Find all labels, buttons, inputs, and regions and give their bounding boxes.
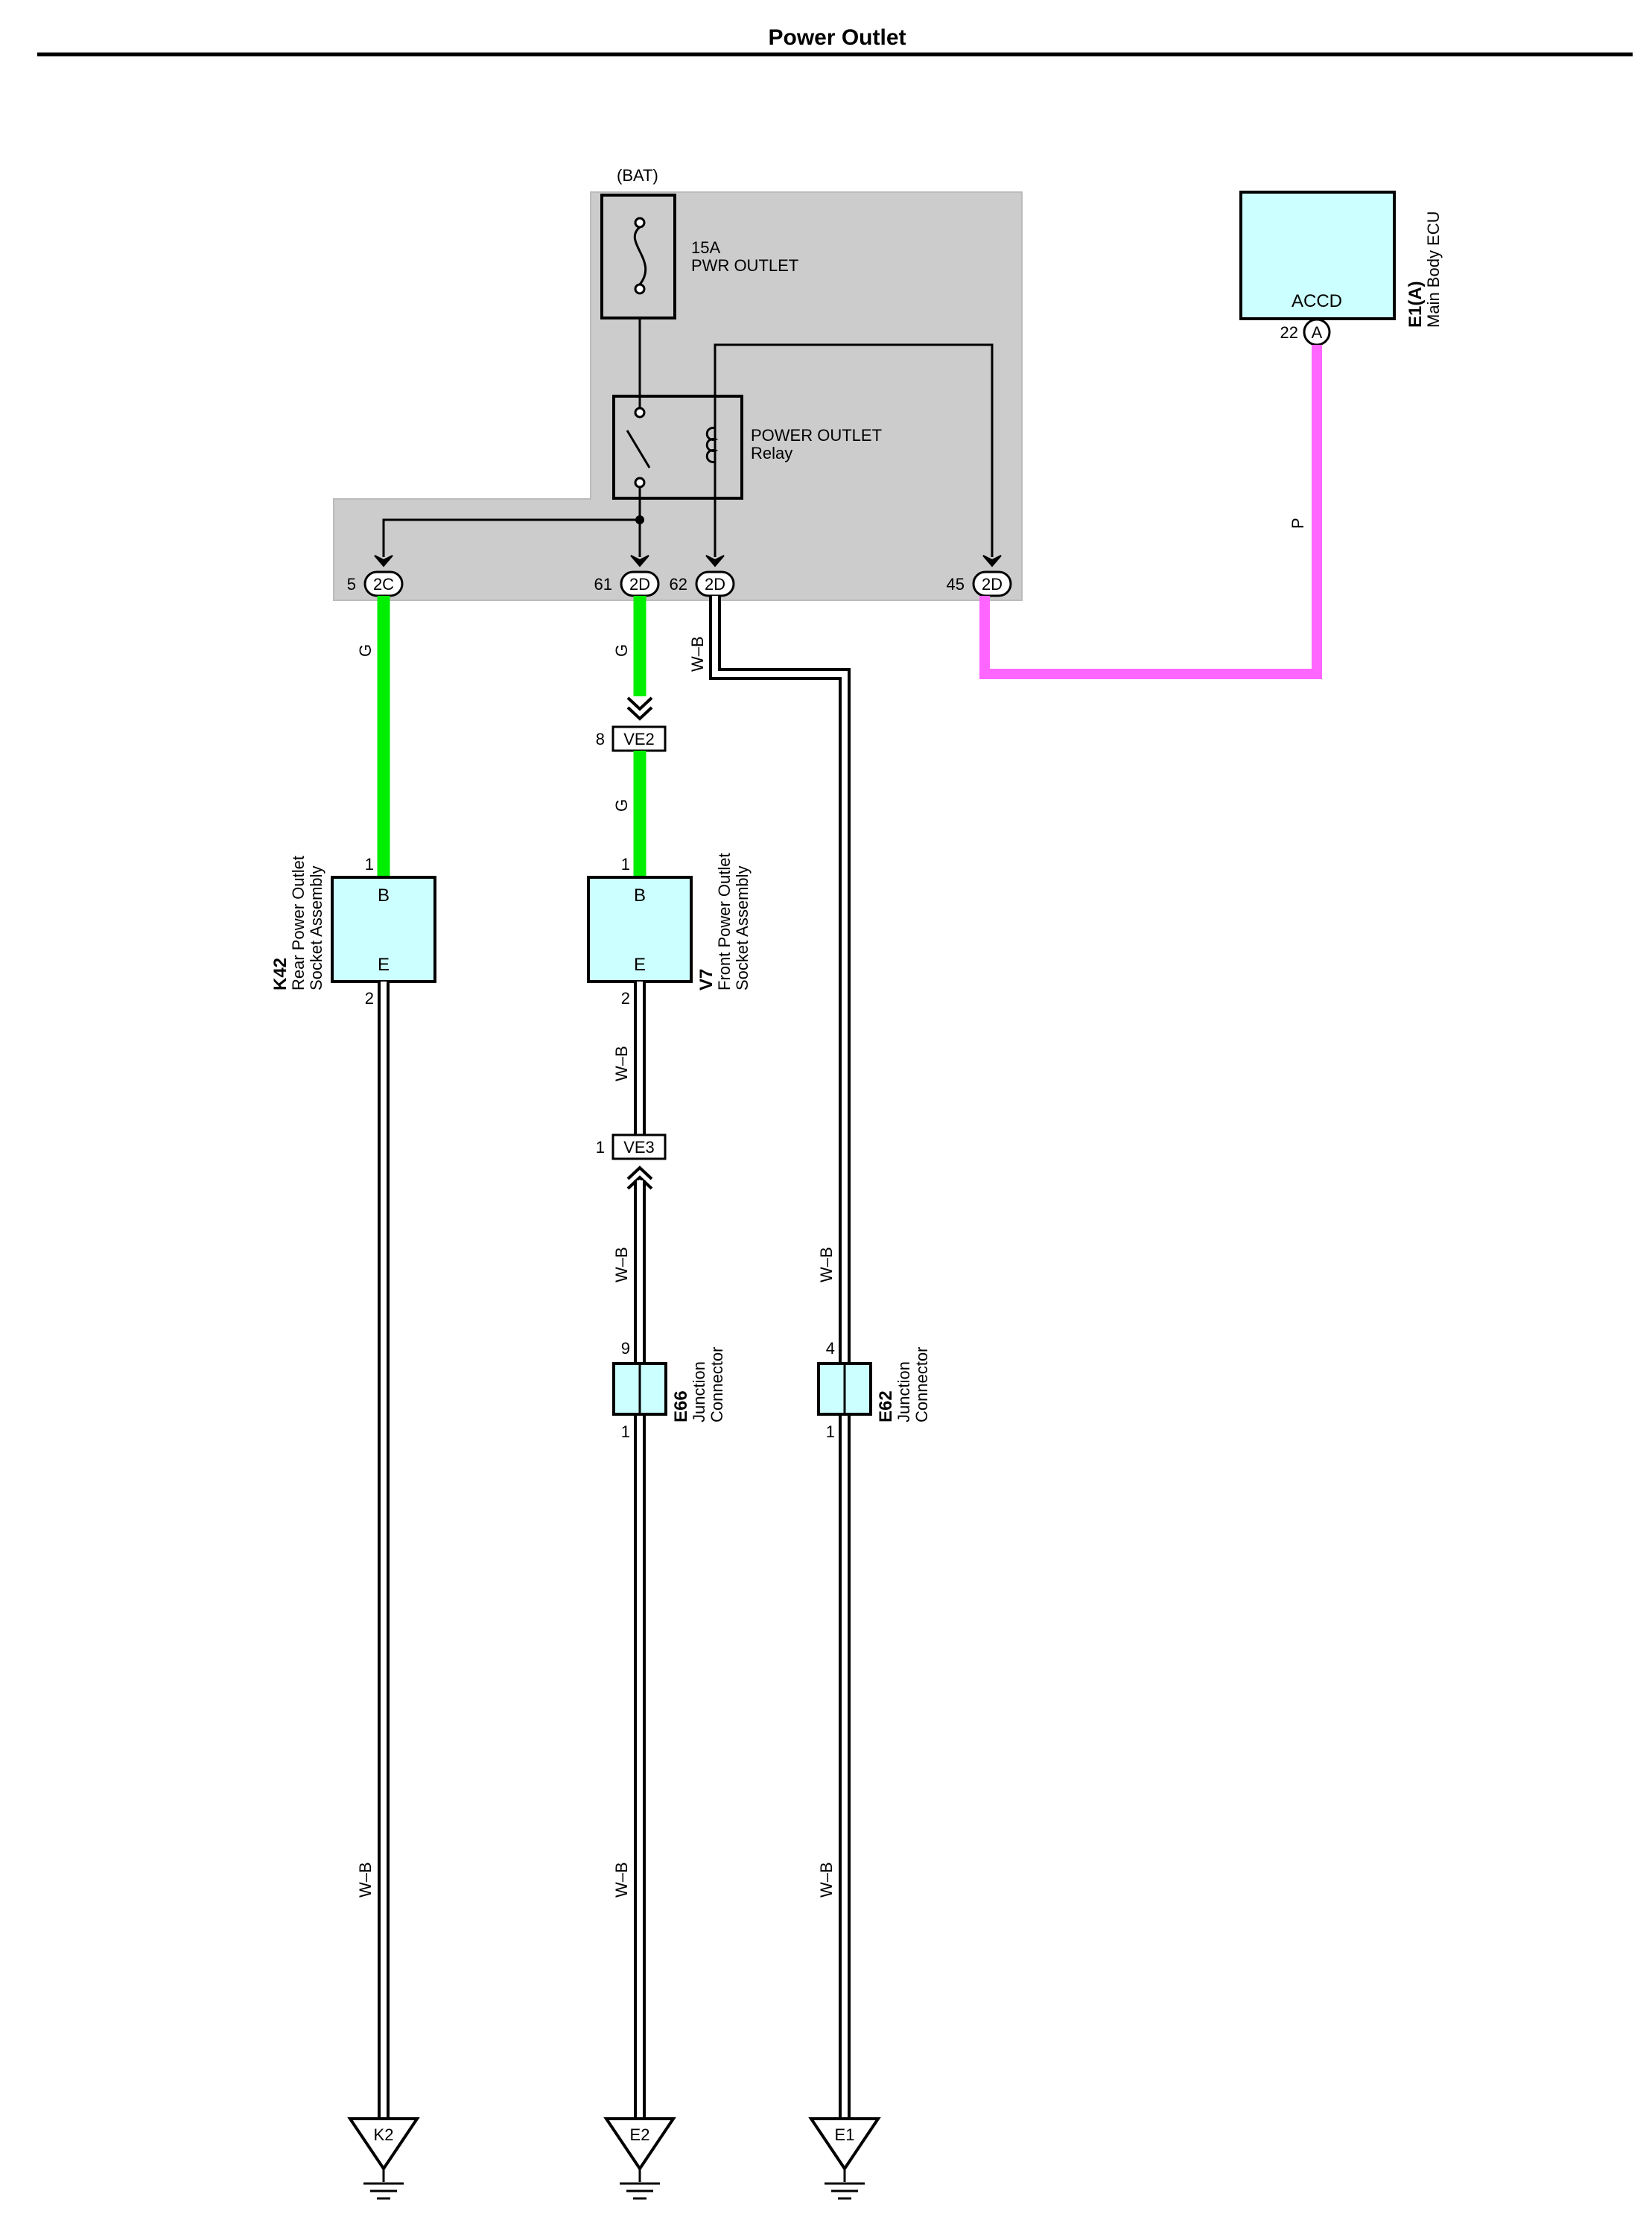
ve2-name: VE2 xyxy=(623,730,655,748)
k42-box xyxy=(331,876,436,983)
ecu-box xyxy=(1239,191,1396,320)
e62-pin-bottom: 1 xyxy=(826,1422,835,1441)
wire-label-g-2: G xyxy=(612,644,631,657)
wire-label-wb-k42: W–B xyxy=(356,1862,375,1898)
ve2-arrow xyxy=(626,696,653,721)
wire-label-wb-e66-top: W–B xyxy=(612,1247,631,1282)
v7-name1: Front Power Outlet xyxy=(715,853,734,990)
ve2-connector xyxy=(611,725,667,752)
v7-pin-b: 1 xyxy=(621,855,630,874)
relay-name: POWER OUTLET xyxy=(751,426,882,445)
e66-pin-top: 9 xyxy=(621,1339,630,1358)
k42-term-b: B xyxy=(378,885,390,906)
connector-2d-45 xyxy=(972,570,1012,597)
connector-2d-45-label: 2D xyxy=(982,575,1003,594)
fuse-rating: 15A xyxy=(691,238,720,257)
ecu-connector-label: A xyxy=(1312,323,1323,342)
v7-code: V7 xyxy=(696,969,717,990)
ecu-name: Main Body ECU xyxy=(1424,211,1443,328)
wire-label-wb-e66-bottom: W–B xyxy=(612,1862,631,1898)
k42-pin-b: 1 xyxy=(365,855,374,874)
ecu-code: E1(A) xyxy=(1405,281,1426,328)
e66-name1: Junction xyxy=(690,1361,708,1422)
pin-45: 45 xyxy=(947,575,965,594)
wire-to-2c xyxy=(382,518,640,557)
v7-name2: Socket Assembly xyxy=(733,865,752,990)
wire-label-wb-v7: W–B xyxy=(612,1046,631,1081)
wire-label-g-3: G xyxy=(612,799,631,812)
wire-to-62 xyxy=(714,343,994,557)
e62-name1: Junction xyxy=(895,1361,913,1422)
bat-label: (BAT) xyxy=(617,166,658,185)
fuse-name: PWR OUTLET xyxy=(691,256,798,275)
relay-contact-bottom xyxy=(634,477,646,489)
arrow-45 xyxy=(982,555,1002,567)
page-title: Power Outlet xyxy=(768,25,906,50)
fuse-box xyxy=(600,194,676,319)
arrow-2c xyxy=(374,555,393,567)
wire-label-g-1: G xyxy=(356,644,375,657)
ve3-arrow xyxy=(626,1165,653,1190)
ground-e1-label: E1 xyxy=(835,2125,855,2144)
fuse-terminal-bottom xyxy=(634,283,646,295)
ground-e1: E1 xyxy=(808,2117,881,2200)
ve3-connector xyxy=(611,1133,667,1160)
k42-name2: Socket Assembly xyxy=(307,865,325,990)
e66-pin-bottom: 1 xyxy=(621,1422,630,1441)
ground-e2-label: E2 xyxy=(630,2125,650,2144)
v7-term-e: E xyxy=(634,955,646,975)
k42-term-e: E xyxy=(378,955,390,975)
k42-pin-e: 2 xyxy=(365,989,374,1008)
v7-term-b: B xyxy=(634,885,646,906)
connector-2d-62-label: 2D xyxy=(705,575,725,594)
e66-name2: Connector xyxy=(708,1346,726,1422)
fuse-terminal-top xyxy=(634,217,646,229)
connector-2c-label: 2C xyxy=(373,575,394,594)
connector-2d-61-label: 2D xyxy=(629,575,650,594)
relay-contact-top xyxy=(634,407,646,419)
relay-sub: Relay xyxy=(751,444,792,462)
relay-switch-blade xyxy=(626,430,651,468)
k42-code: K42 xyxy=(270,958,290,990)
ground-e2: E2 xyxy=(603,2117,676,2200)
v7-box xyxy=(587,876,693,983)
wire-label-wb-e62-top: W–B xyxy=(817,1247,836,1282)
pin-62: 62 xyxy=(670,575,687,594)
pin-61: 61 xyxy=(594,575,612,594)
arrow-62 xyxy=(705,555,725,567)
e62-code: E62 xyxy=(876,1390,896,1422)
ground-k2: K2 xyxy=(347,2117,420,2200)
ve2-pin: 8 xyxy=(596,730,605,748)
relay-coil xyxy=(705,421,719,473)
v7-pin-e: 2 xyxy=(621,989,630,1008)
relay-box xyxy=(612,395,743,500)
arrow-61 xyxy=(630,555,649,567)
fuse-element xyxy=(633,226,647,285)
wire-label-wb-e62-bottom: W–B xyxy=(817,1862,836,1898)
e62-name2: Connector xyxy=(912,1346,931,1422)
ve3-name: VE3 xyxy=(623,1138,655,1157)
wire-label-p: P xyxy=(1289,518,1307,529)
ecu-pin: 22 xyxy=(1280,323,1298,342)
k42-name1: Rear Power Outlet xyxy=(289,856,308,990)
wire-pink-p xyxy=(979,345,1322,679)
e62-pin-top: 4 xyxy=(826,1339,835,1358)
e66-code: E66 xyxy=(671,1390,691,1422)
ground-k2-label: K2 xyxy=(374,2125,394,2144)
pin-5: 5 xyxy=(347,575,356,594)
ve3-pin: 1 xyxy=(596,1138,605,1157)
wire-label-wb-62: W–B xyxy=(688,636,707,672)
ecu-terminal: ACCD xyxy=(1292,291,1342,311)
